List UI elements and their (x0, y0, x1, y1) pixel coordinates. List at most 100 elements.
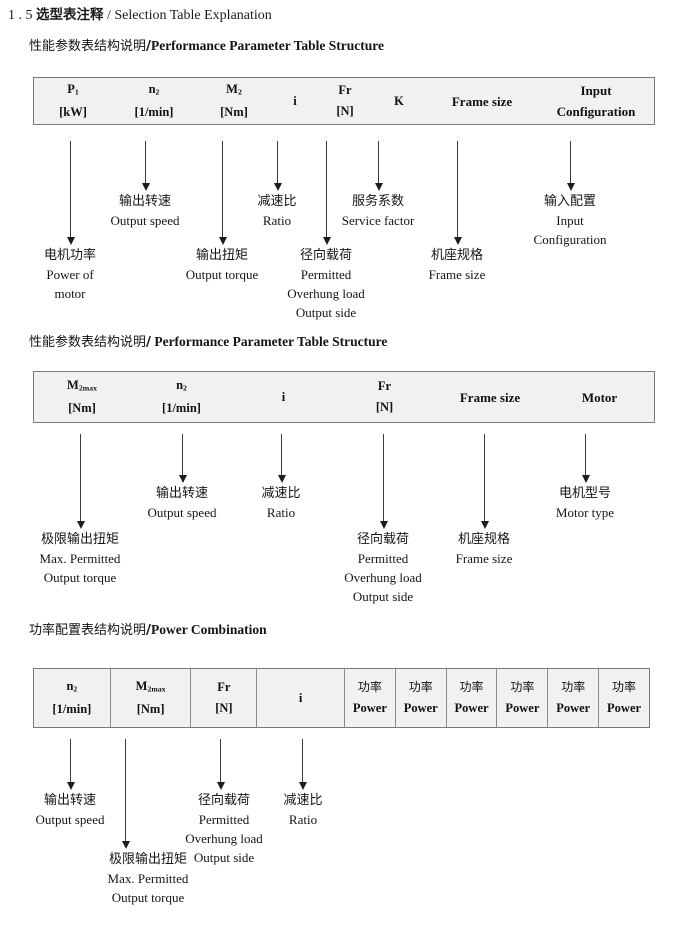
arrow-to-motor-type (581, 434, 590, 483)
table-3-col-power-4-cn: 功率 (510, 680, 535, 694)
annotation-label-cn: 机座规格 (430, 248, 484, 263)
table-2-col-fr-symbol: Fr (377, 379, 392, 393)
table-1-col-i-symbol: i (293, 93, 297, 108)
annotation-label-en-2: Output torque (43, 570, 117, 585)
annotation-output-torque: 输出扭矩 Output torque (186, 246, 259, 284)
table-1-col-n2-unit: [1/min] (134, 105, 174, 120)
annotation-label-cn: 减速比 (283, 793, 323, 808)
table-1-col-p1-symbol: P1 (67, 81, 79, 97)
annotation-frame-size: 机座规格 Frame size (429, 246, 486, 284)
table-2-col-motor: Motor (545, 372, 654, 422)
table-2-col-m2max-unit: [Nm] (68, 401, 96, 416)
annotation-label-en-3: Output side (295, 305, 357, 320)
table-3-col-power-1-en: Power (352, 701, 387, 715)
table-1-col-input-label: Input (580, 83, 612, 98)
table-1-col-frame-size-label: Frame size (451, 93, 513, 109)
annotation-label-cn: 输入配置 (543, 194, 596, 209)
section-1-heading-cn: 性能参数表结构说明 (29, 39, 147, 54)
table-1-col-k-symbol: K (394, 93, 404, 108)
table-3-col-power-4: 功率 Power (496, 669, 547, 727)
annotation-label-en-3: Output side (193, 850, 255, 865)
annotation-label-cn: 电机型号 (558, 486, 612, 501)
table-1-col-fr-unit: [N] (336, 104, 354, 118)
arrow-to-input-configuration (566, 141, 575, 191)
annotation-label-en-2: Overhung load (344, 570, 422, 585)
performance-parameter-table-2: M2max [Nm] n2 [1/min] i Fr [N] Frame siz… (33, 371, 655, 423)
annotation-label-en: Output torque (185, 267, 259, 282)
section-3-heading: 功率配置表结构说明/Power Combination (29, 622, 267, 639)
table-3-col-power-2-cn: 功率 (408, 680, 433, 694)
table-1-col-i: i (272, 78, 318, 124)
annotation-label-cn: 输出转速 (118, 194, 171, 209)
subscript: 2 (73, 684, 78, 694)
table-1-col-m2-unit: [Nm] (220, 105, 248, 120)
table-2-col-i: i (233, 372, 334, 422)
subscript: 2max (147, 684, 166, 694)
annotation-label-en-3: Output side (352, 589, 414, 604)
table-2-col-m2max: M2max [Nm] (34, 372, 130, 422)
annotation-input-configuration: 输入配置 Input Configuration (534, 192, 607, 249)
section-2-heading-cn: 性能参数表结构说明 (29, 335, 147, 350)
table-1-col-fr-symbol: Fr (338, 83, 352, 97)
table-1-col-n2: n2 [1/min] (112, 78, 196, 124)
annotation-ratio-3: 减速比 Ratio (283, 791, 322, 829)
annotation-label-cn: 输出转速 (43, 793, 96, 808)
section-3-heading-en: Power Combination (150, 622, 267, 637)
page-title-cn: 选型表注释 (36, 7, 104, 23)
annotation-permitted-overhung-load-3: 径向载荷 Permitted Overhung load Output side (185, 791, 263, 867)
table-3-col-i: i (256, 669, 344, 727)
annotation-label-en-2: Configuration (533, 232, 607, 247)
table-2-col-i-symbol: i (281, 389, 286, 404)
annotation-output-speed: 输出转速 Output speed (111, 192, 180, 230)
arrow-to-output-torque (218, 141, 227, 245)
table-1-col-m2: M2 [Nm] (196, 78, 272, 124)
section-3-heading-sep: / (146, 622, 151, 638)
table-1-col-input-configuration: Input Configuration (538, 78, 654, 124)
subscript: 1 (74, 87, 79, 97)
annotation-label-en: Frame size (428, 267, 486, 282)
table-3-col-i-symbol: i (298, 690, 303, 705)
annotation-label-en: Max. Permitted (39, 551, 121, 566)
arrow-to-ratio-2 (277, 434, 286, 483)
arrow-to-output-speed (141, 141, 150, 191)
subscript: 2 (155, 87, 160, 97)
table-2-col-fr-unit: [N] (375, 400, 394, 414)
table-3-col-fr-unit: [N] (215, 701, 233, 715)
table-2-col-motor-label: Motor (581, 389, 618, 405)
table-3-col-power-2: 功率 Power (394, 669, 446, 727)
annotation-label-en: Permitted (300, 267, 352, 282)
annotation-ratio: 减速比 Ratio (257, 192, 296, 230)
annotation-label-cn: 机座规格 (457, 532, 511, 547)
annotation-label-en-2: Output torque (111, 890, 185, 905)
table-2-col-n2-unit: [1/min] (162, 401, 201, 416)
section-1-heading-en: Performance Parameter Table Structure (150, 38, 385, 53)
table-1-col-m2-symbol: M2 (226, 81, 242, 97)
table-3-col-power-5-cn: 功率 (561, 680, 586, 694)
subscript: 2 (237, 87, 242, 97)
table-3-col-power-6: 功率 Power (598, 669, 649, 727)
annotation-max-permitted-output-torque: 极限输出扭矩 Max. Permitted Output torque (40, 530, 121, 587)
arrow-to-permitted-overhung-load (322, 141, 331, 245)
table-3-col-power-5-en: Power (556, 701, 591, 715)
annotation-label-en: Ratio (266, 505, 296, 520)
annotation-label-en: Ratio (288, 812, 318, 827)
annotation-label-en: Max. Permitted (107, 871, 189, 886)
annotation-label-en: Motor type (555, 505, 615, 520)
annotation-label-cn: 输出转速 (155, 486, 208, 501)
annotation-label-en-2: Overhung load (185, 831, 263, 846)
table-3-col-n2-symbol: n2 (66, 678, 78, 694)
arrow-to-service-factor (374, 141, 383, 191)
annotation-output-speed-3: 输出转速 Output speed (36, 791, 105, 829)
section-number: 1 . 5 (8, 8, 33, 23)
performance-parameter-table-1: P1 [kW] n2 [1/min] M2 [Nm] i Fr [N] K Fr… (33, 77, 655, 125)
annotation-label-en: Permitted (198, 812, 250, 827)
table-2-col-frame-size-label: Frame size (459, 389, 521, 405)
annotation-permitted-overhung-load-2: 径向载荷 Permitted Overhung load Output side (344, 530, 422, 606)
table-1-col-n2-symbol: n2 (148, 81, 160, 97)
annotation-frame-size-2: 机座规格 Frame size (456, 530, 513, 568)
section-1-heading: 性能参数表结构说明/Performance Parameter Table St… (29, 38, 384, 55)
annotation-label-cn: 径向载荷 (197, 793, 250, 808)
table-3-col-power-1-cn: 功率 (357, 680, 382, 694)
table-3-col-m2max-unit: [Nm] (136, 702, 165, 717)
section-1-heading-sep: / (146, 38, 151, 54)
